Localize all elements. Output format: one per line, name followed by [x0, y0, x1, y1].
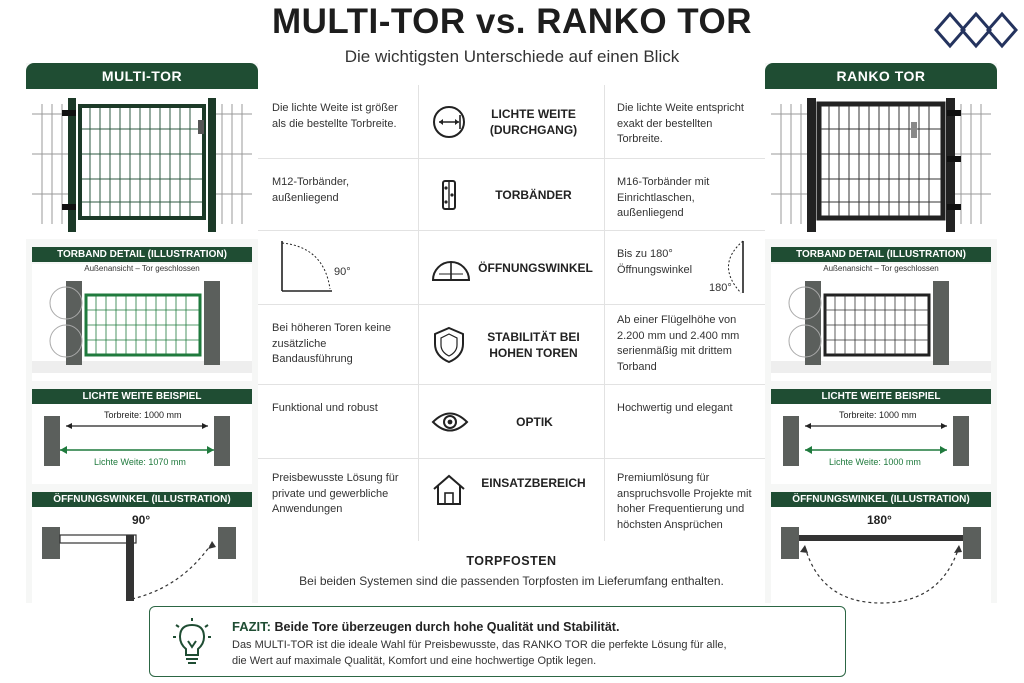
criterion-label: EINSATZBEREICH: [481, 476, 586, 490]
multi-oeffnungswinkel-box: 90°: [32, 507, 252, 607]
multi-value: Funktional und robust: [272, 402, 378, 414]
ranko-tor-gate-image: [765, 89, 997, 239]
torpfosten-text: Bei beiden Systemen sind die passenden T…: [299, 574, 724, 588]
torpfosten-section: TORPFOSTEN Bei beiden Systemen sind die …: [258, 545, 765, 603]
fazit-box: FAZIT: Beide Tore überzeugen durch hohe …: [149, 606, 846, 677]
fazit-text: Das MULTI-TOR ist die ideale Wahl für Pr…: [232, 637, 832, 669]
ranko-value: M16-Torbänder mit Einrichtlaschen, außen…: [617, 176, 710, 219]
ranko-oeffnungswinkel-box: 180°: [771, 507, 991, 607]
multi-oeffnungswinkel-header: ÖFFNUNGSWINKEL (ILLUSTRATION): [32, 492, 252, 507]
multi-angle-label: 90°: [132, 513, 151, 527]
comparison-row-optik: Funktional und robust OPTIK Hochwertig u…: [258, 385, 765, 459]
ranko-torbreite-label: Torbreite: 1000 mm: [839, 410, 917, 420]
ranko-lichte-weite-header: LICHTE WEITE BEISPIEL: [771, 389, 991, 404]
fazit-key: FAZIT:: [232, 619, 271, 634]
ranko-torband-sub: Außenansicht – Tor geschlossen: [823, 264, 939, 273]
multi-angle-cell: 90°: [258, 231, 418, 304]
ranko-value: Premiumlösung für anspruchsvolle Projekt…: [617, 472, 752, 531]
page-subtitle: Die wichtigsten Unterschiede auf einen B…: [344, 47, 680, 66]
ranko-angle-cell: Bis zu 180° Öffnungswinkel 180°: [605, 231, 765, 304]
comparison-row-oeffnungswinkel: 90° ÖFFNUNGSWINKEL Bis zu 180° Öffnungsw…: [258, 231, 765, 305]
gate-drawing-icon: [32, 98, 252, 232]
ranko-opening-angle-icon: [781, 527, 981, 604]
multi-torbreite-label: Torbreite: 1000 mm: [104, 410, 182, 420]
criterion-label: STABILITÄT BEI HOHEN TOREN: [487, 329, 580, 360]
gate-drawing-icon: [771, 98, 991, 232]
comparison-row-stabilitaet: Bei höheren Toren keine zusätzliche Band…: [258, 305, 765, 385]
angle-90-icon: [281, 241, 332, 292]
lightbulb-icon: [173, 618, 211, 664]
protractor-icon: [431, 260, 471, 281]
ranko-torband-detail-box: Außenansicht – Tor geschlossen: [771, 264, 991, 381]
ranko-value: Ab einer Flügelhöhe von 2.200 mm und 2.4…: [617, 314, 740, 373]
angle-180-icon: [728, 240, 744, 294]
fazit-line-b: die Wert auf maximale Qualität, Komfort …: [232, 655, 597, 667]
ranko-angle-label: 180°: [867, 513, 892, 527]
comparison-row-torbaender: M12-Torbänder, außenliegend TORBÄNDER M1…: [258, 159, 765, 231]
fazit-headline: FAZIT: Beide Tore überzeugen durch hohe …: [232, 619, 619, 634]
page-title: MULTI-TOR vs. RANKO TOR: [271, 2, 753, 41]
comparison-table: Die lichte Weite ist größer als die best…: [258, 85, 765, 541]
fazit-line-a: Das MULTI-TOR ist die ideale Wahl für Pr…: [232, 639, 727, 651]
ranko-angle-value: 180°: [709, 282, 732, 294]
multi-torband-illustration-icon: [32, 281, 252, 373]
multi-value: M12-Torbänder, außenliegend: [272, 176, 350, 204]
ranko-value: Bis zu 180° Öffnungswinkel: [617, 248, 693, 276]
multi-value: Die lichte Weite ist größer als die best…: [272, 102, 398, 130]
multi-lichte-weite-header: LICHTE WEITE BEISPIEL: [32, 389, 252, 404]
multi-tor-gate-image: [26, 89, 258, 239]
multi-opening-angle-icon: [42, 527, 236, 601]
multi-torband-detail-header: TORBAND DETAIL (ILLUSTRATION): [32, 247, 252, 262]
multi-dimension-drawing-icon: [44, 416, 230, 466]
eye-icon: [431, 412, 469, 431]
ranko-value: Hochwertig und elegant: [617, 402, 733, 414]
brand-logo-icon: [934, 11, 1018, 49]
multi-torband-detail-box: Außenansicht – Tor geschlossen: [32, 264, 252, 381]
ranko-dimension-drawing-icon: [783, 416, 969, 466]
hinge-icon: [442, 179, 456, 210]
multi-lichte-weite-box: Torbreite: 1000 mm Lichte Weite: 1070 mm: [32, 404, 252, 484]
comparison-row-lichte-weite: Die lichte Weite ist größer als die best…: [258, 85, 765, 159]
ranko-torband-detail-header: TORBAND DETAIL (ILLUSTRATION): [771, 247, 991, 262]
multi-angle-value: 90°: [334, 266, 351, 278]
multi-torband-sub: Außenansicht – Tor geschlossen: [84, 264, 200, 273]
ranko-lichte-weite-box: Torbreite: 1000 mm Lichte Weite: 1000 mm: [771, 404, 991, 484]
ranko-value: Die lichte Weite entspricht exakt der be…: [617, 102, 744, 145]
torpfosten-title: TORPFOSTEN: [466, 554, 557, 568]
ranko-tor-header: RANKO TOR: [765, 63, 997, 89]
ranko-lichte-weite-label: Lichte Weite: 1000 mm: [829, 457, 921, 467]
multi-lichte-weite-label: Lichte Weite: 1070 mm: [94, 457, 186, 467]
multi-value: Bei höheren Toren keine zusätzliche Band…: [272, 322, 392, 365]
criterion-label: OPTIK: [516, 414, 553, 429]
fazit-headline-text: Beide Tore überzeugen durch hohe Qualitä…: [274, 620, 620, 634]
width-arrows-icon: [433, 105, 465, 138]
multi-value: Preisbewusste Lösung für private und gew…: [272, 472, 399, 515]
criterion-label: LICHTE WEITE (DURCHGANG): [489, 106, 578, 137]
multi-tor-column: MULTI-TOR TORBAND DETAIL (IL: [26, 63, 258, 607]
ranko-oeffnungswinkel-header: ÖFFNUNGSWINKEL (ILLUSTRATION): [771, 492, 991, 507]
shield-icon: [434, 326, 464, 363]
criterion-label: TORBÄNDER: [495, 187, 572, 202]
multi-tor-header: MULTI-TOR: [26, 63, 258, 89]
ranko-tor-column: RANKO TOR TORBAND DET: [765, 63, 997, 607]
comparison-row-einsatzbereich: Preisbewusste Lösung für private und gew…: [258, 459, 765, 541]
house-icon: [433, 474, 465, 505]
criterion-label: ÖFFNUNGSWINKEL: [478, 260, 593, 275]
ranko-torband-illustration-icon: [771, 281, 991, 373]
